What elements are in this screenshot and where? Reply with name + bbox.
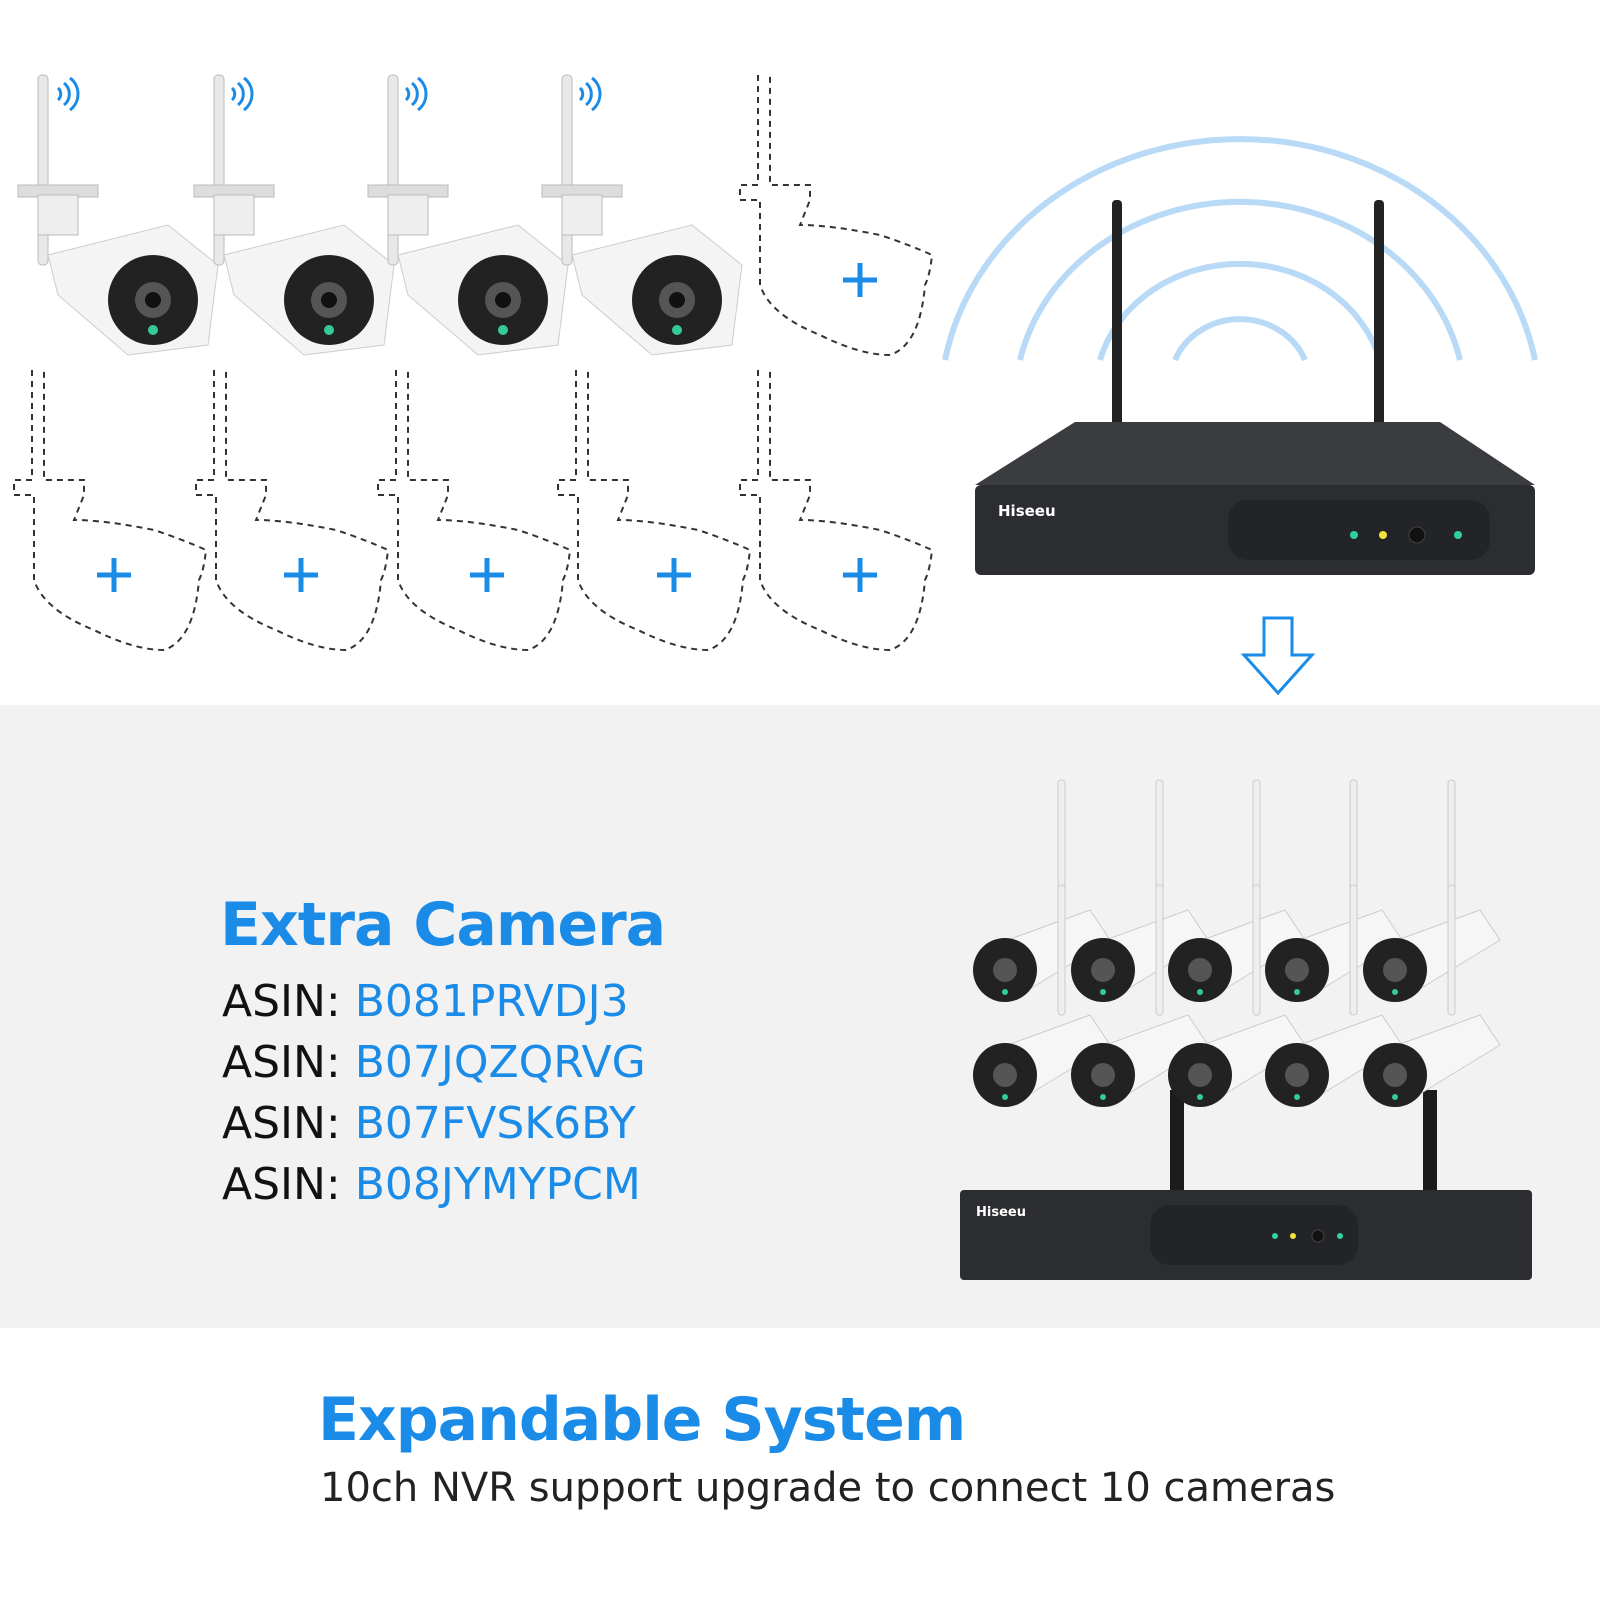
- expandable-system-title: Expandable System: [318, 1385, 966, 1455]
- asin-code: B081PRVDJ3: [354, 976, 629, 1027]
- empty-slot-10: [739, 369, 933, 651]
- asin-code: B08JYMYPCM: [354, 1159, 641, 1210]
- empty-slot-6: [13, 369, 207, 651]
- camera-2: [193, 74, 395, 356]
- asin-row-4: ASIN: B08JYMYPCM: [222, 1159, 641, 1210]
- empty-slot-8: [377, 369, 571, 651]
- asin-code: B07JQZQRVG: [354, 1037, 646, 1088]
- svg-text:Hiseeu: Hiseeu: [976, 1205, 1026, 1220]
- wifi-icons: [56, 76, 602, 112]
- extra-camera-title: Extra Camera: [220, 890, 666, 960]
- svg-text:Hiseeu: Hiseeu: [998, 502, 1056, 520]
- camera-3: [367, 74, 569, 356]
- asin-code: B07FVSK6BY: [354, 1098, 636, 1149]
- asin-label: ASIN:: [222, 1037, 341, 1088]
- asin-label: ASIN:: [222, 1098, 341, 1149]
- asin-row-1: ASIN: B081PRVDJ3: [222, 976, 629, 1027]
- empty-slot-5: [739, 74, 933, 356]
- camera-1: [17, 74, 219, 356]
- expandable-system-subtitle: 10ch NVR support upgrade to connect 10 c…: [320, 1465, 1336, 1511]
- plus-icons: [97, 263, 877, 592]
- asin-label: ASIN:: [222, 1159, 341, 1210]
- wifi-waves: [942, 136, 1538, 362]
- top-illustration: Hiseeu: [13, 74, 1538, 696]
- asin-row-3: ASIN: B07FVSK6BY: [222, 1098, 636, 1149]
- full-system-illustration: Hiseeu: [960, 779, 1532, 1280]
- empty-slot-9: [557, 369, 751, 651]
- nvr-recorder: Hiseeu: [975, 200, 1535, 575]
- asin-label: ASIN:: [222, 976, 341, 1027]
- arrow-down-icon: [1240, 616, 1316, 696]
- asin-row-2: ASIN: B07JQZQRVG: [222, 1037, 646, 1088]
- empty-slot-7: [195, 369, 389, 651]
- camera-4: [541, 74, 743, 356]
